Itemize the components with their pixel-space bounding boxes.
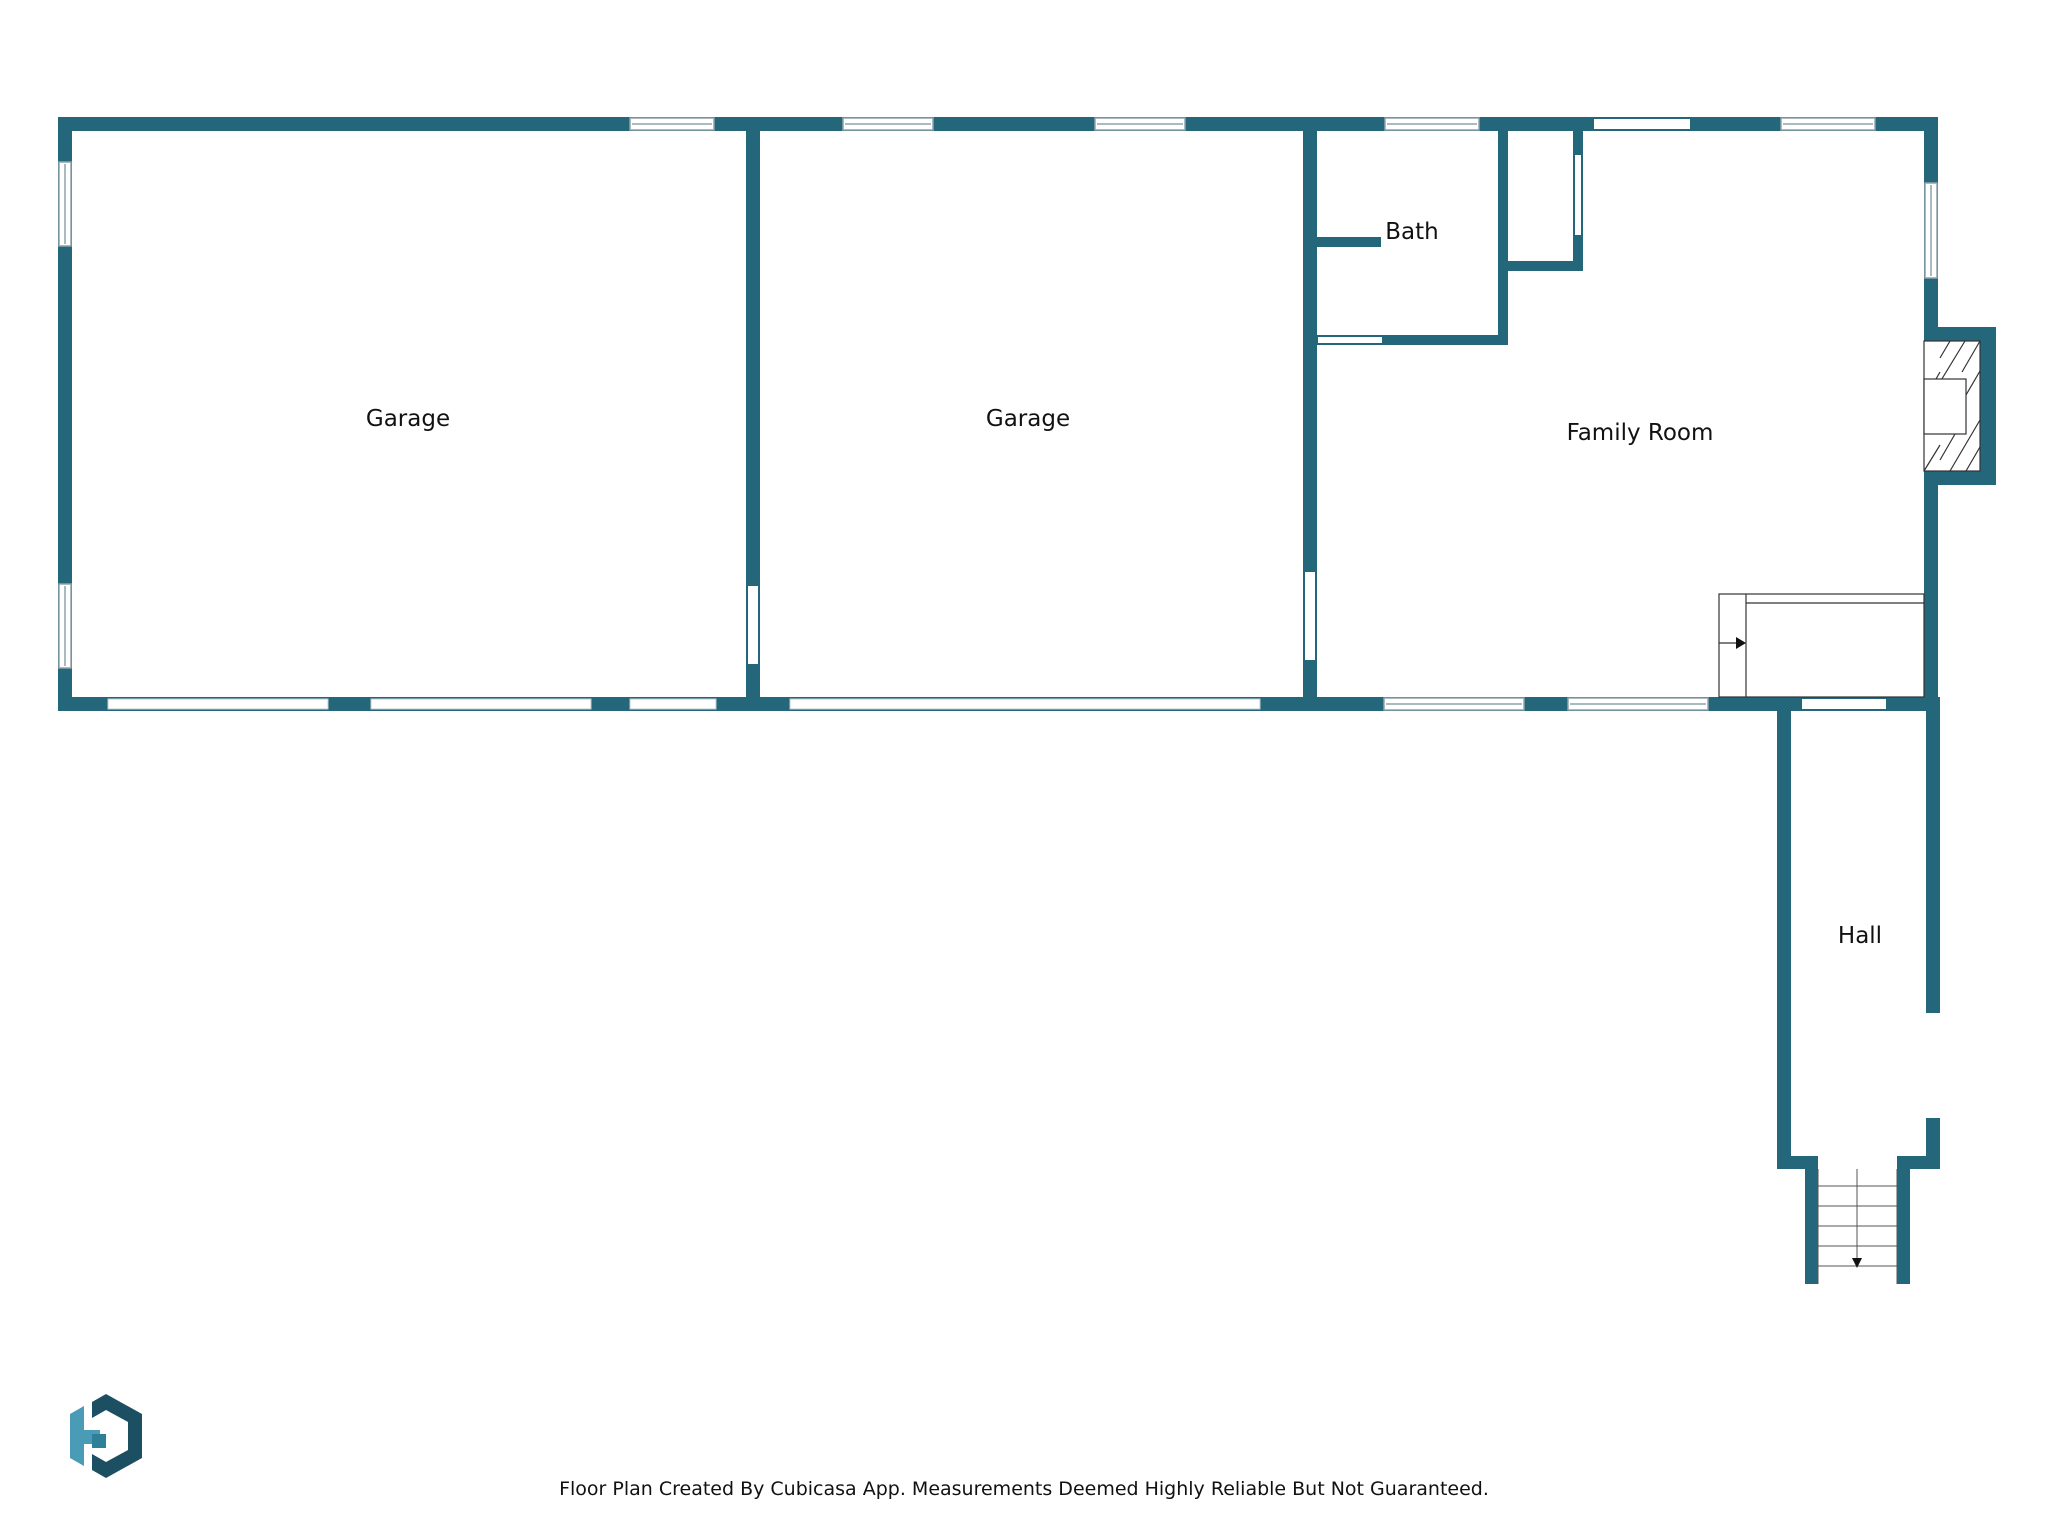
garage-door-outline-3 <box>629 698 717 710</box>
room-label-garage-1: Garage <box>366 406 450 432</box>
room-label-garage-2: Garage <box>986 406 1070 432</box>
opening-garage-door-2 <box>371 699 591 709</box>
wall-family-divider <box>1303 117 1317 711</box>
wall-hall-left <box>1777 697 1791 1169</box>
window-bottom-1 <box>1383 697 1525 711</box>
counter-fixture <box>1718 593 1925 698</box>
wall-stair-right <box>1897 1156 1910 1284</box>
openings <box>108 119 1940 1169</box>
opening-family-divider <box>1305 572 1315 660</box>
window-top-3 <box>1094 117 1186 131</box>
room-label-family-room: Family Room <box>1567 420 1714 446</box>
window-top-2 <box>842 117 934 131</box>
window-right-1 <box>1924 182 1938 279</box>
opening-hall-top <box>1802 699 1886 709</box>
garage-door-outline-2 <box>370 698 592 710</box>
opening-closet-door <box>1575 155 1581 235</box>
garage-door-outline-1 <box>107 698 329 710</box>
window-left-1 <box>58 161 72 247</box>
arrow-icon <box>1736 637 1746 649</box>
window-bottom-2 <box>1567 697 1709 711</box>
opening-bath-door <box>1318 337 1382 343</box>
opening-garage-door-3 <box>630 699 716 709</box>
fireplace-icon <box>1923 340 1981 472</box>
opening-hall-right <box>1926 1013 1940 1118</box>
footer-disclaimer: Floor Plan Created By Cubicasa App. Meas… <box>559 1478 1489 1500</box>
wall-left <box>58 117 72 711</box>
opening-garage-divider <box>748 586 758 664</box>
wall-closet-bottom <box>1498 261 1583 271</box>
garage-door-outline-4 <box>789 698 1261 710</box>
room-label-hall: Hall <box>1838 923 1882 949</box>
opening-family-top <box>1594 119 1690 129</box>
wall-hall-right-upper <box>1926 697 1940 1013</box>
door-outlines <box>107 698 1261 710</box>
room-label-bath: Bath <box>1385 219 1438 245</box>
wall-garage-divider <box>746 117 760 711</box>
wall-bath-right <box>1498 117 1508 345</box>
wall-stair-left <box>1805 1156 1818 1284</box>
stair-direction-arrow-icon <box>1852 1258 1862 1268</box>
wall-bath-stub <box>1303 237 1381 247</box>
opening-hall-stair <box>1818 1156 1897 1169</box>
window-top-4 <box>1384 117 1480 131</box>
wall-bath-bottom <box>1303 335 1508 345</box>
cubicasa-logo-icon <box>70 1394 142 1478</box>
windows <box>58 117 1938 711</box>
opening-garage-door-1 <box>108 699 328 709</box>
window-top-5 <box>1780 117 1876 131</box>
opening-garage-door-4 <box>790 699 1260 709</box>
window-left-2 <box>58 583 72 669</box>
stairs-icon <box>1817 1169 1898 1284</box>
window-top-1 <box>629 117 715 131</box>
